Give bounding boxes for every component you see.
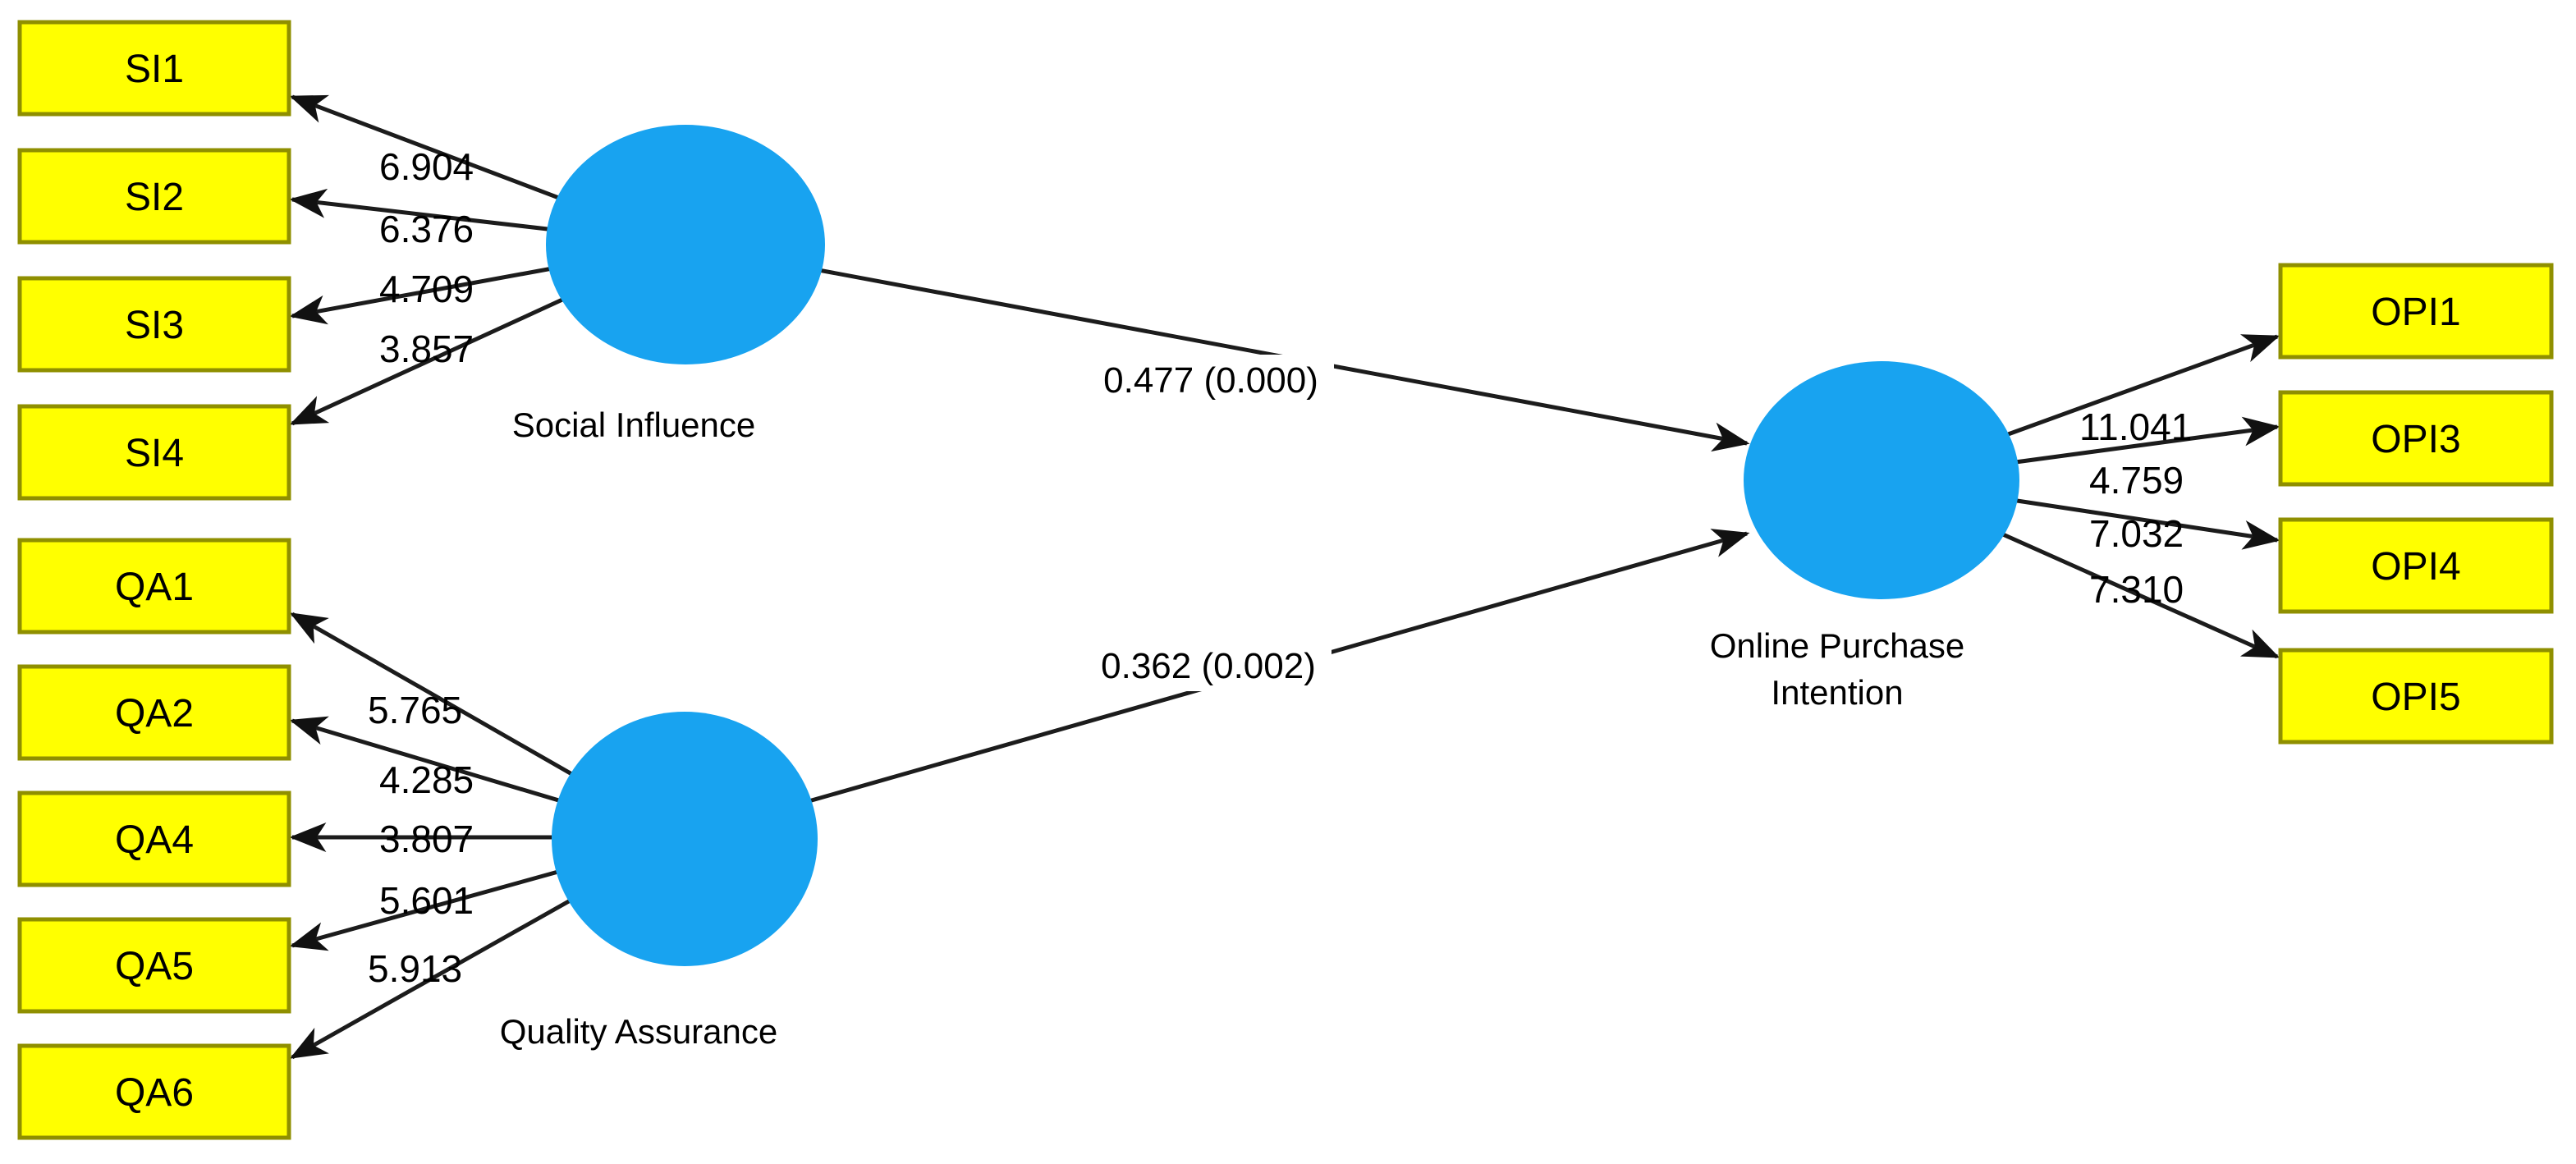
tvalue-si1: 6.904 (379, 145, 474, 188)
tvalue-qa1: 5.765 (368, 689, 462, 731)
indicator-si1: SI1 (17, 20, 291, 117)
path-label-mask-si (1088, 355, 1334, 406)
indicator-opi4-label: OPI4 (2371, 545, 2460, 589)
indicator-qa1: QA1 (17, 538, 291, 635)
tvalue-qa5: 5.601 (379, 879, 474, 922)
construct-social-influence (546, 125, 825, 364)
tvalue-qa2: 4.285 (379, 758, 474, 801)
indicator-si2: SI2 (17, 148, 291, 245)
path-si-to-opi (681, 242, 1750, 452)
indicator-qa4-box (17, 791, 291, 887)
indicator-opi1-box (2278, 263, 2554, 360)
path-label-mask-qa (1085, 640, 1332, 691)
indicator-opi5: OPI5 (2278, 648, 2554, 745)
indicator-si4: SI4 (17, 404, 291, 501)
indicator-opi4: OPI4 (2278, 517, 2554, 614)
indicator-qa6-label: QA6 (115, 1071, 194, 1115)
indicator-qa1-box (17, 538, 291, 635)
indicator-opi3: OPI3 (2278, 390, 2554, 487)
construct-quality-assurance (552, 712, 818, 966)
indicator-qa2: QA2 (17, 664, 291, 761)
indicator-opi4-box (2278, 517, 2554, 614)
tvalue-si4: 3.857 (379, 328, 474, 370)
indicator-qa2-label: QA2 (115, 692, 194, 736)
tvalue-opi3: 4.759 (2089, 459, 2184, 502)
indicator-qa4: QA4 (17, 791, 291, 887)
indicator-si3-label: SI3 (125, 304, 184, 347)
indicator-opi3-box (2278, 390, 2554, 487)
tvalue-si3: 4.709 (379, 268, 474, 310)
tvalue-qa6: 5.913 (368, 947, 462, 990)
indicator-qa5-label: QA5 (115, 945, 194, 988)
indicator-si3-box (17, 276, 291, 373)
construct-online-purchase-intention (1744, 361, 2019, 599)
indicator-si3: SI3 (17, 276, 291, 373)
indicator-qa2-box (17, 664, 291, 761)
indicator-qa1-label: QA1 (115, 566, 194, 609)
indicator-si2-label: SI2 (125, 176, 184, 219)
tvalue-opi5: 7.310 (2089, 568, 2184, 611)
tvalue-opi4: 7.032 (2089, 512, 2184, 555)
indicator-qa6-box (17, 1043, 291, 1140)
indicator-opi5-label: OPI5 (2371, 676, 2460, 719)
tvalue-si2: 6.376 (379, 208, 474, 250)
construct-label-quality-assurance: Quality Assurance (500, 1012, 778, 1051)
construct-label-social-influence: Social Influence (512, 406, 756, 444)
indicator-opi3-label: OPI3 (2371, 418, 2460, 461)
indicator-opi1: OPI1 (2278, 263, 2554, 360)
indicator-si1-label: SI1 (125, 48, 184, 91)
indicator-qa6: QA6 (17, 1043, 291, 1140)
indicator-qa5-box (17, 917, 291, 1014)
tvalue-qa4: 3.807 (379, 818, 474, 860)
path-coefficient-qa-opi: 0.362 (0.002) (1101, 646, 1316, 686)
indicator-si4-box (17, 404, 291, 501)
construct-label-opi-line1: Online Purchase (1710, 626, 1965, 665)
indicator-si2-box (17, 148, 291, 245)
indicator-si4-label: SI4 (125, 432, 184, 475)
tvalue-opi1: 11.041 (2079, 406, 2192, 448)
indicator-opi5-box (2278, 648, 2554, 745)
path-coefficient-si-opi: 0.477 (0.000) (1103, 360, 1318, 401)
indicator-opi1-label: OPI1 (2371, 291, 2460, 334)
construct-label-opi-line2: Intention (1771, 673, 1903, 712)
indicator-qa5: QA5 (17, 917, 291, 1014)
indicator-si1-box (17, 20, 291, 117)
indicator-qa4-label: QA4 (115, 818, 194, 862)
